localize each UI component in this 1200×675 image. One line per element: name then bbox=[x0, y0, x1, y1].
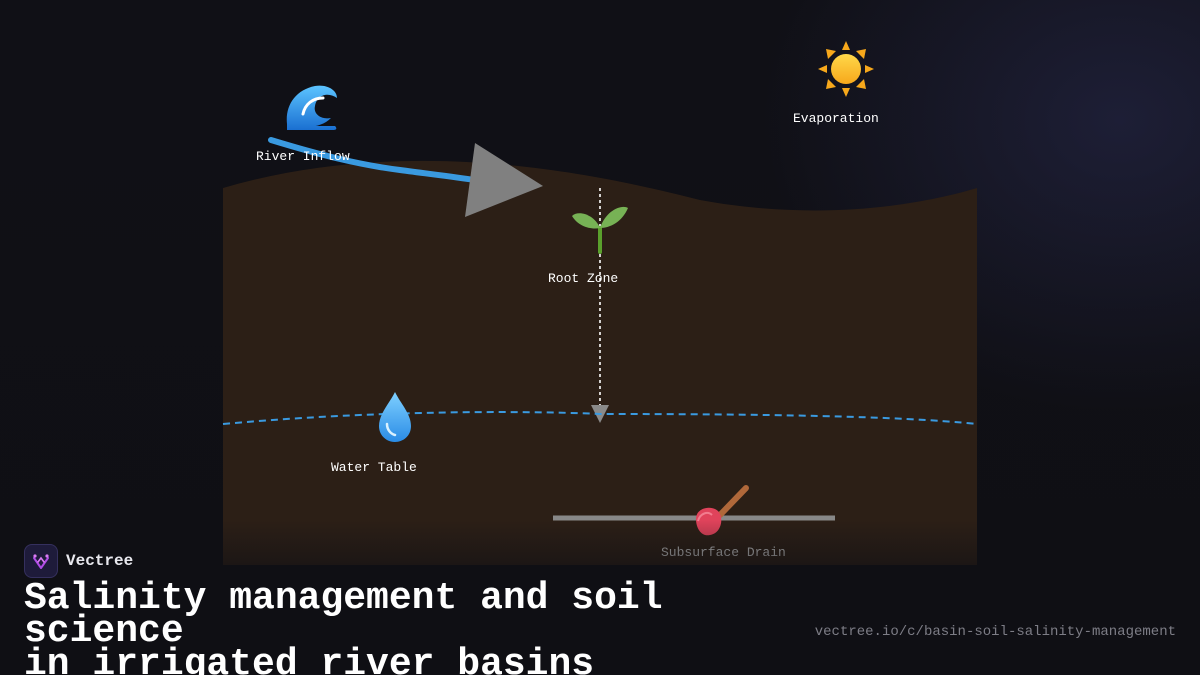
river-inflow-label: River Inflow bbox=[256, 149, 350, 164]
water-table-label: Water Table bbox=[331, 460, 417, 475]
vectree-logo-icon bbox=[24, 544, 58, 578]
seedling-icon bbox=[572, 206, 628, 254]
wave-icon bbox=[286, 85, 337, 130]
droplet-icon bbox=[379, 392, 411, 442]
page-title: Salinity management and soil science in … bbox=[24, 580, 824, 675]
root-zone-label: Root Zone bbox=[548, 271, 618, 286]
brand: Vectree bbox=[24, 544, 133, 578]
sun-icon bbox=[818, 41, 874, 97]
flow-arrow-head bbox=[465, 143, 543, 217]
brand-name: Vectree bbox=[66, 552, 134, 570]
title-line-1: Salinity management and soil science bbox=[24, 577, 663, 653]
subsurface-drain-label: Subsurface Drain bbox=[661, 545, 786, 560]
vectree-mark-icon bbox=[33, 554, 49, 569]
source-url[interactable]: vectree.io/c/basin-soil-salinity-managem… bbox=[814, 624, 1176, 640]
evaporation-label: Evaporation bbox=[793, 111, 879, 126]
title-line-2: in irrigated river basins bbox=[24, 643, 595, 675]
river-inflow-stream bbox=[268, 137, 478, 183]
